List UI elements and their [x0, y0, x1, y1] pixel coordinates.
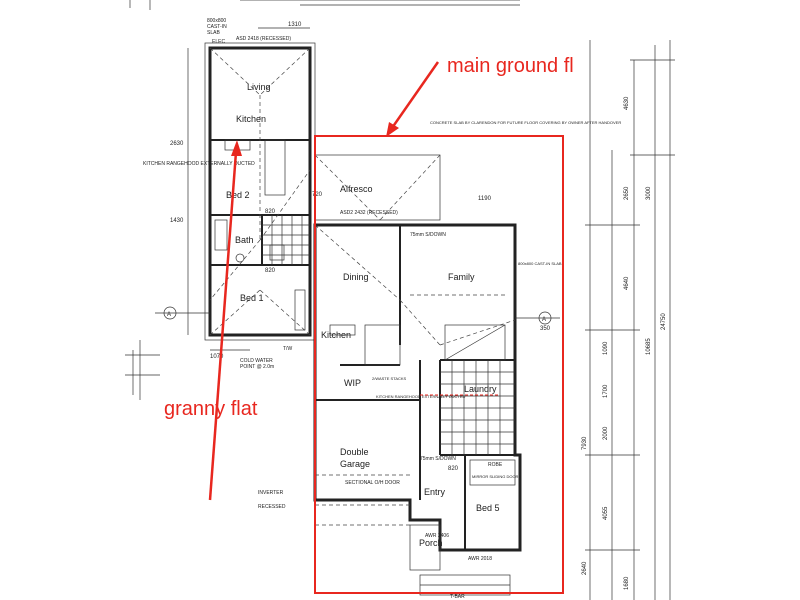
dim-2000: 2000 [603, 426, 609, 440]
grid-marker-left-label: A [167, 312, 171, 318]
dim-1700: 1700 [603, 384, 609, 398]
dim-4055: 4055 [603, 506, 609, 520]
note-inverter: INVERTER [258, 490, 284, 496]
note-kitchen-rh: KITCHEN RANGEHOOD EXTERNALLY DUCTED [376, 394, 466, 399]
dim-2650: 2650 [624, 186, 630, 200]
grid-marker-right: A [515, 311, 560, 325]
note-awr2: AWR 2406 [425, 533, 449, 539]
granny-dim-left-upper: 2630 [170, 141, 184, 147]
granny-slab2-note: SLAB [207, 30, 220, 36]
note-sectional: SECTIONAL O/H DOOR [345, 480, 400, 486]
grid-marker-right-label: A [542, 317, 546, 323]
note-mirror: MIRROR SLIDING DOORS [472, 474, 521, 479]
granny-flat-plan: 800x800 CAST-IN SLAB ELEC ASD 2418 (RECE… [143, 18, 323, 370]
dim-3000: 3000 [646, 186, 652, 200]
note-asd: ASD2 2432 (RECESSED) [340, 210, 398, 216]
note-slab: 75mm S/DOWN [410, 232, 446, 238]
note-concrete: CONCRETE SLAB BY CLARENDON FOR FUTURE FL… [430, 120, 621, 125]
dim-1680: 1680 [624, 576, 630, 590]
room-entry: Entry [424, 487, 446, 497]
dim-4640: 4640 [624, 276, 630, 290]
room-family: Family [448, 272, 475, 282]
dim-7930: 7930 [582, 436, 588, 450]
room-alfresco: Alfresco [340, 184, 373, 194]
granny-dim-720: 720 [312, 192, 323, 198]
granny-recessed-note: ASD 2418 (RECESSED) [236, 36, 291, 42]
main-floor-plan: Alfresco Dining Family Kitchen WIP Laund… [258, 120, 621, 600]
laundry-tiles [440, 360, 515, 455]
note-stacks: 2/WASTE STACKS [372, 376, 407, 381]
room-porch: Porch [419, 538, 443, 548]
granny-dim-left-lower: 1430 [170, 218, 184, 224]
main-floor-highlight-box [314, 135, 564, 594]
note-awr1: AWR 2018 [468, 556, 492, 562]
note-t-bar: T-BAR [450, 594, 465, 600]
granny-room-living: Living [247, 82, 271, 92]
dim-10685: 10685 [646, 338, 652, 355]
note-recessed: RECESSED [258, 504, 286, 510]
main-dim-350: 350 [540, 326, 551, 332]
room-garage-line1: Double [340, 447, 369, 457]
note-cast: 800x800 CAST-IN SLAB [518, 261, 562, 266]
dim-24750: 24750 [661, 313, 667, 330]
granny-room-bed2: Bed 2 [226, 190, 250, 200]
grid-marker-left: A [155, 306, 210, 320]
granny-tw-note: T/W [283, 346, 292, 352]
granny-rangehood-note: KITCHEN RANGEHOOD EXTERNALLY DUCTED [143, 161, 255, 167]
dim-1090: 1090 [603, 341, 609, 355]
main-dim-1190: 1190 [478, 196, 492, 202]
granny-elec-note: ELEC [212, 39, 225, 45]
dim-4630: 4630 [624, 96, 630, 110]
granny-dim-820a: 820 [265, 209, 276, 215]
granny-flat-outline [208, 46, 312, 337]
top-edge-lines [129, 0, 520, 10]
dim-2640: 2640 [582, 561, 588, 575]
annotation-main-ground-floor: main ground fl [447, 55, 574, 77]
room-dining: Dining [343, 272, 369, 282]
granny-flat-arrow [208, 140, 242, 501]
granny-cold-water-note: COLD WATER [240, 358, 273, 364]
granny-point-note: POINT @ 2.0m [240, 364, 274, 370]
granny-room-bath: Bath [235, 235, 254, 245]
granny-slab-note: 800x800 [207, 18, 226, 24]
granny-room-bed1: Bed 1 [240, 293, 264, 303]
granny-cast-note: CAST-IN [207, 24, 227, 30]
note-sdown2: 75mm S/DOWN [420, 456, 456, 462]
granny-dim-bottom: 1070 [210, 354, 224, 360]
main-floor-outline [313, 223, 522, 552]
left-detail-lines [125, 340, 160, 400]
annotation-granny-flat: granny flat [164, 398, 258, 420]
room-wip: WIP [344, 378, 361, 388]
room-robe: ROBE [488, 462, 503, 468]
granny-room-kitchen: Kitchen [236, 114, 266, 124]
right-dimension-chain: 4630 3000 2650 4640 10685 24750 7930 200… [582, 40, 675, 600]
room-laundry: Laundry [464, 384, 497, 394]
room-kitchen: Kitchen [321, 330, 351, 340]
room-bed5: Bed 5 [476, 503, 500, 513]
main-dim-820: 820 [448, 466, 459, 472]
granny-dim-top: 1310 [288, 22, 302, 28]
bath-tiles [262, 215, 310, 265]
room-garage-line2: Garage [340, 459, 370, 469]
main-floor-arrow [386, 61, 440, 137]
granny-dim-820b: 820 [265, 268, 276, 274]
